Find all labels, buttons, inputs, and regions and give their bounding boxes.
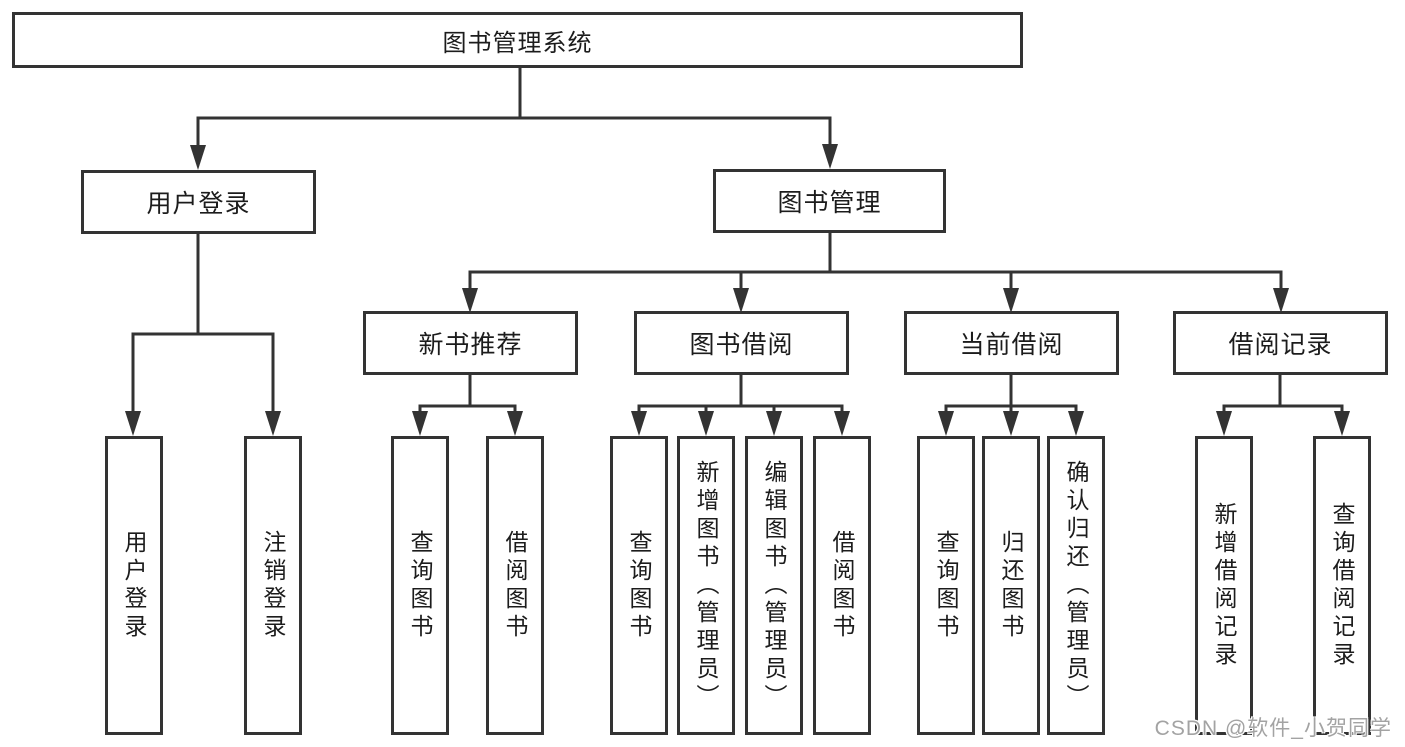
leaf-return-books: 归还图书 — [982, 436, 1040, 735]
leaf-add-books-admin: 新增图书（管理员） — [677, 436, 735, 735]
node-book-mgmt: 图书管理 — [713, 169, 946, 233]
leaf-borrow-books-newbook: 借阅图书 — [486, 436, 544, 735]
arrow-down-icon — [190, 145, 206, 170]
leaf-borrow-books-borrow: 借阅图书 — [813, 436, 871, 735]
node-current-borrow: 当前借阅 — [904, 311, 1119, 375]
leaf-query-books-current: 查询图书 — [917, 436, 975, 735]
arrow-down-icon — [938, 411, 954, 436]
arrow-down-icon — [1003, 288, 1019, 313]
leaf-logout: 注销登录 — [244, 436, 302, 735]
leaf-query-books-borrow: 查询图书 — [610, 436, 668, 735]
arrow-down-icon — [507, 411, 523, 436]
arrow-down-icon — [1068, 411, 1084, 436]
arrow-down-icon — [1003, 411, 1019, 436]
connector-root-to-level2 — [196, 68, 832, 150]
arrow-down-icon — [1334, 411, 1350, 436]
arrow-down-icon — [265, 411, 281, 436]
arrow-down-icon — [631, 411, 647, 436]
arrow-down-icon — [834, 411, 850, 436]
arrow-down-icon — [462, 288, 478, 313]
arrow-down-icon — [412, 411, 428, 436]
csdn-watermark: CSDN @软件_小贺同学 — [1154, 717, 1392, 740]
arrow-down-icon — [766, 411, 782, 436]
leaf-confirm-return-admin: 确认归还（管理员） — [1047, 436, 1105, 735]
connector-mgmt-to-level3 — [468, 233, 1283, 293]
connector-login-to-leaves — [131, 234, 275, 416]
node-new-book-recommend: 新书推荐 — [363, 311, 578, 375]
leaf-query-books-newbook: 查询图书 — [391, 436, 449, 735]
arrow-down-icon — [698, 411, 714, 436]
node-book-management-system: 图书管理系统 — [12, 12, 1023, 68]
connector-newbook-to-leaves — [418, 375, 517, 416]
arrow-down-icon — [1273, 288, 1289, 313]
arrow-down-icon — [733, 288, 749, 313]
node-user-login: 用户登录 — [81, 170, 316, 234]
leaf-user-login: 用户登录 — [105, 436, 163, 735]
node-book-borrow: 图书借阅 — [634, 311, 849, 375]
connector-borrow-to-leaves — [637, 375, 844, 416]
leaf-edit-books-admin: 编辑图书（管理员） — [745, 436, 803, 735]
arrow-down-icon — [822, 144, 838, 169]
arrow-down-icon — [1216, 411, 1232, 436]
leaf-add-borrow-record: 新增借阅记录 — [1195, 436, 1253, 735]
arrow-down-icon — [125, 411, 141, 436]
leaf-query-borrow-record: 查询借阅记录 — [1313, 436, 1371, 735]
node-borrow-records: 借阅记录 — [1173, 311, 1388, 375]
connector-current-to-leaves — [944, 375, 1078, 416]
connector-records-to-leaves — [1222, 375, 1344, 416]
